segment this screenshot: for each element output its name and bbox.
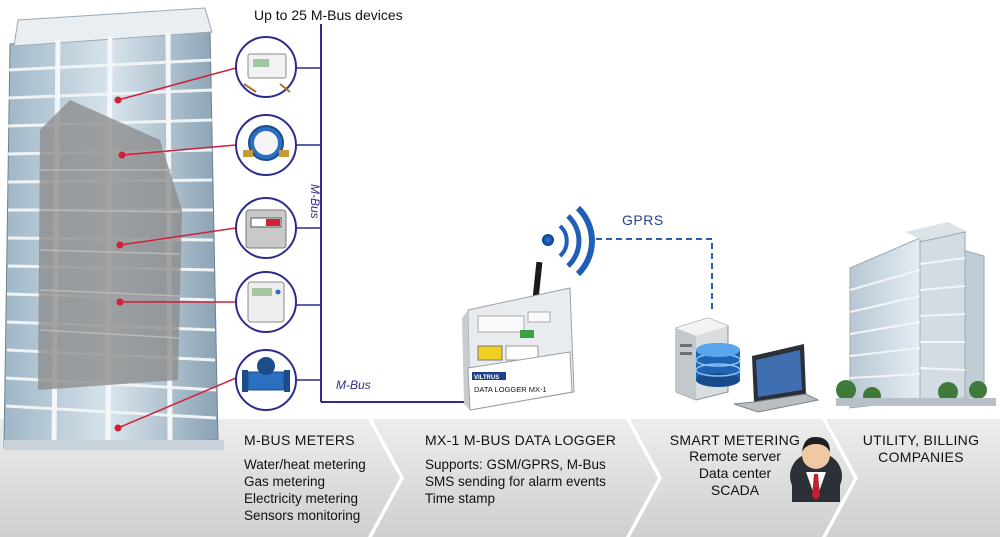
stage-title-meters: M-BUS METERS [244,432,355,448]
water-meter-icon [235,114,297,176]
bus-label-horizontal: M-Bus [336,378,371,392]
bus-capacity-label: Up to 25 M-Bus devices [254,7,403,23]
laptop-icon [733,344,820,413]
stage-chevron-logger [372,419,658,537]
stage-title-utility: UTILITY, BILLING COMPANIES [862,432,980,465]
heat-meter-icon [235,36,297,98]
logger-label-text: DATA LOGGER MX-1 [474,385,547,394]
list-item: Water/heat metering [244,457,366,472]
flow-meter-icon [235,349,297,411]
stage-title-smart: SMART METERING [669,432,801,448]
svg-text:VILTRUS: VILTRUS [474,375,499,381]
list-item: SMS sending for alarm events [425,474,606,489]
list-item: Supports: GSM/GPRS, M-Bus [425,457,606,472]
list-item: Gas metering [244,474,326,489]
gas-meter-icon [235,197,297,259]
stage-title-logger: MX-1 M-BUS DATA LOGGER [425,432,617,448]
list-item: SCADA [710,482,760,498]
list-item: Time stamp [425,491,496,506]
electricity-meter-icon [235,271,297,333]
stage-list-logger: Supports: GSM/GPRS, M-Bus SMS sending fo… [425,456,606,507]
bus-label-vertical: M-Bus [308,184,322,219]
database-icon [695,343,741,387]
gprs-label: GPRS [622,212,664,228]
meter-links [117,67,237,429]
list-item: Data center [698,465,772,481]
stage-list-smart: Remote server Data center SCADA [660,448,810,499]
stage-chevron-smart [630,419,854,537]
stage-chevron-utility [826,419,1000,537]
stage-list-meters: Water/heat metering Gas metering Electri… [244,456,366,524]
list-item: Electricity metering [244,491,359,506]
list-item: Sensors monitoring [244,508,361,523]
list-item: Remote server [689,448,781,464]
